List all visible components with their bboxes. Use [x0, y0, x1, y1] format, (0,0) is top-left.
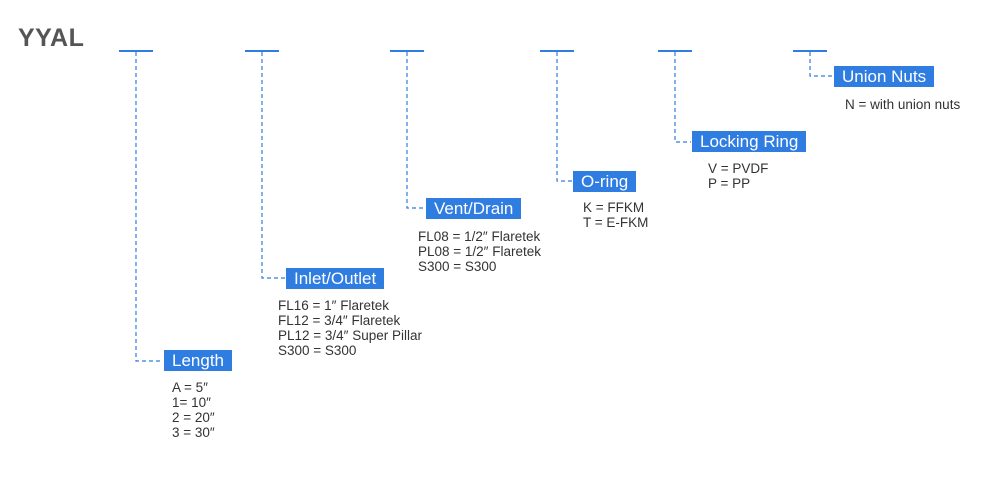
option: S300 = S300: [418, 259, 497, 274]
label-length: Length: [164, 350, 232, 371]
option: FL16 = 1″ Flaretek: [278, 298, 389, 313]
label-o-ring: O-ring: [573, 171, 637, 192]
connector-o-ring: [556, 52, 572, 182]
option: T = E-FKM: [583, 215, 649, 230]
options-o-ring: K = FFKM T = E-FKM: [583, 200, 648, 230]
label-vent-drain: Vent/Drain: [426, 198, 522, 219]
connector-inlet-outlet: [261, 52, 285, 279]
options-inlet-outlet: FL16 = 1″ Flaretek FL12 = 3/4″ Flaretek …: [278, 298, 422, 358]
option: K = FFKM: [583, 200, 645, 215]
connector-vent-drain: [406, 52, 425, 209]
options-vent-drain: FL08 = 1/2″ Flaretek PL08 = 1/2″ Flarete…: [418, 229, 541, 274]
option: 1= 10″: [172, 395, 211, 410]
options-length: A = 5″ 1= 10″ 2 = 20″ 3 = 30″: [172, 380, 215, 440]
part-prefix: YYAL: [18, 24, 85, 52]
option: P = PP: [708, 176, 751, 191]
label-union-nuts: Union Nuts: [834, 66, 935, 87]
option: A = 5″: [172, 380, 208, 395]
option: 2 = 20″: [172, 410, 215, 425]
label-inlet-outlet: Inlet/Outlet: [286, 268, 385, 289]
option: V = PVDF: [708, 161, 769, 176]
option: FL08 = 1/2″ Flaretek: [418, 229, 541, 244]
connector-locking-ring: [674, 52, 691, 143]
label-locking-ring: Locking Ring: [692, 131, 807, 152]
option: 3 = 30″: [172, 425, 215, 440]
options-union-nuts: N = with union nuts: [845, 97, 960, 112]
options-locking-ring: V = PVDF P = PP: [708, 161, 768, 191]
option: N = with union nuts: [845, 97, 961, 112]
option: FL12 = 3/4″ Flaretek: [278, 313, 401, 328]
connector-union-nuts: [809, 52, 833, 77]
option: S300 = S300: [278, 343, 357, 358]
connector-length: [135, 52, 163, 362]
option: PL08 = 1/2″ Flaretek: [418, 244, 541, 259]
option: PL12 = 3/4″ Super Pillar: [278, 328, 422, 343]
